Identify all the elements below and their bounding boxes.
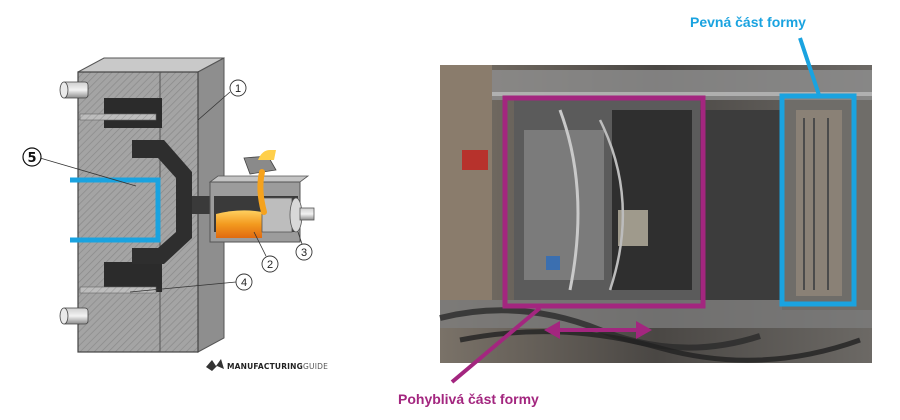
upper-channel: [104, 98, 162, 128]
moving-label-leader: [450, 306, 542, 384]
molten-metal: [216, 210, 262, 238]
callout-1: 1: [197, 79, 247, 121]
double-arrow-icon: [544, 321, 652, 339]
ladle: [243, 150, 277, 215]
fixed-part-label: Pevná část formy: [690, 14, 806, 30]
die-casting-diagram: 1 2 3 4 5 MANUFACTURINGGUIDE: [22, 57, 328, 371]
plunger: [261, 197, 293, 233]
brand-mark-icon: [206, 359, 224, 371]
svg-text:MANUFACTURINGGUIDE: MANUFACTURINGGUIDE: [227, 362, 328, 371]
callout-4: 4: [129, 273, 253, 293]
callout-5: 5: [22, 147, 137, 187]
fixed-label-leader: [798, 37, 822, 99]
left-platen: [440, 65, 492, 300]
callout-3: 3: [295, 231, 313, 261]
lower-ejector-pin: [79, 286, 157, 294]
brand-light: GUIDE: [303, 362, 328, 371]
callout-3-label: 3: [301, 247, 307, 259]
warning-sticker: [462, 150, 488, 170]
callout-2: 2: [253, 231, 279, 273]
open-gap: [700, 110, 782, 300]
pouring-stream: [257, 169, 267, 215]
machine-photo: [439, 65, 872, 363]
callout-5-label: 5: [27, 151, 36, 166]
upper-ejector-pin: [79, 113, 157, 121]
left-rods: [59, 81, 89, 325]
callout-2-label: 2: [267, 259, 273, 271]
brand-bold: MANUFACTURING: [227, 362, 303, 371]
callout-4-label: 4: [241, 277, 247, 289]
shot-sleeve: [208, 175, 315, 243]
moving-part-highlight: [502, 95, 706, 309]
moving-part-label: Pohyblivá část formy: [398, 391, 539, 407]
manufacturing-guide-logo: MANUFACTURINGGUIDE: [206, 359, 328, 371]
sprue: [192, 196, 210, 214]
plunger-rod: [299, 207, 315, 221]
mold-cavity: [132, 140, 192, 264]
callout-1-label: 1: [235, 83, 241, 95]
